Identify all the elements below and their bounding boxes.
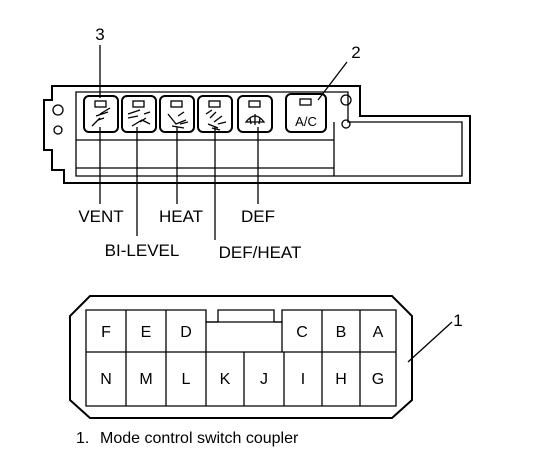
heat-mode-icon xyxy=(167,111,189,129)
label-heat: HEAT xyxy=(159,207,203,226)
callout-1-leader xyxy=(407,321,453,363)
pin-K: K xyxy=(220,371,231,388)
mount-hole-right-bottom xyxy=(341,119,351,129)
bilevel-mode-icon xyxy=(127,109,151,127)
pin-J: J xyxy=(260,371,268,388)
label-bilevel: BI-LEVEL xyxy=(105,241,180,260)
label-def-heat: DEF/HEAT xyxy=(219,243,302,262)
mount-hole-left-top xyxy=(52,104,64,116)
pin-M: M xyxy=(139,371,152,388)
legend-text: Mode control switch coupler xyxy=(100,430,299,447)
pin-E: E xyxy=(141,324,152,341)
label-vent: VENT xyxy=(78,207,123,226)
pin-H: H xyxy=(335,371,347,388)
pin-F: F xyxy=(101,324,111,341)
pin-C: C xyxy=(296,324,308,341)
vent-button[interactable] xyxy=(83,95,119,133)
callout-2: 2 xyxy=(351,43,360,62)
ac-button-label: A/C xyxy=(295,114,317,129)
ac-button[interactable]: A/C xyxy=(285,93,327,133)
pin-G: G xyxy=(372,371,384,388)
mount-hole-left-bottom xyxy=(53,125,63,135)
pin-L: L xyxy=(182,371,191,388)
mount-hole-right-top xyxy=(340,94,352,106)
bilevel-button[interactable] xyxy=(121,95,157,133)
pin-N: N xyxy=(100,371,112,388)
mode-control-switch-coupler xyxy=(69,295,413,419)
pin-I: I xyxy=(301,371,305,388)
pin-D: D xyxy=(180,324,192,341)
vent-mode-icon xyxy=(91,107,111,127)
mode-control-switch-panel xyxy=(43,85,471,184)
pin-A: A xyxy=(373,324,384,341)
label-def: DEF xyxy=(241,207,275,226)
leader-lines xyxy=(99,45,348,240)
def-button[interactable] xyxy=(237,95,273,133)
callout-1: 1 xyxy=(453,311,462,330)
callout-3: 3 xyxy=(95,25,104,44)
heat-button[interactable] xyxy=(159,95,195,133)
def-heat-mode-icon xyxy=(205,109,227,131)
pin-B: B xyxy=(336,324,347,341)
def-heat-button[interactable] xyxy=(197,95,233,133)
legend-number: 1. xyxy=(76,430,89,447)
defrost-icon xyxy=(244,114,266,125)
